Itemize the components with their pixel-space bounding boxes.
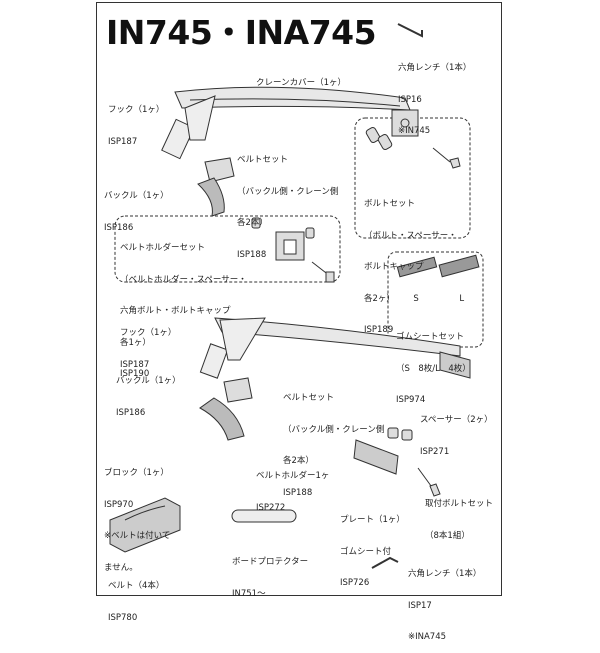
belt-set-bottom-code: ISP188: [283, 487, 313, 498]
spacer-code: ISP271: [420, 446, 450, 457]
buckle-bottom-icon: [199, 377, 253, 441]
belt-holder-set-detail2: 六角ボルト・ボルトキャップ: [120, 306, 231, 316]
buckle-top-icon: [197, 157, 235, 217]
hex-wrench-top-code: ISP16: [398, 94, 422, 105]
belt-set-bottom-detail1: （バックル側・クレーン側: [283, 424, 385, 435]
belt-holder-set-name: ベルトホルダーセット: [120, 243, 206, 253]
belt-name: ベルト（4本）: [108, 581, 165, 591]
hex-wrench-bottom-label: 六角レンチ（1本） ISP17 ※INA745: [408, 548, 481, 653]
hex-wrench-top-name: 六角レンチ（1本）: [398, 63, 472, 73]
belt-set-top-detail2: 各2本）: [237, 218, 268, 228]
block-note2: ません。: [104, 562, 138, 573]
bolt-set-detail3: 各2ヶ）: [364, 293, 395, 304]
hook-bottom-label: フック（1ヶ） ISP187: [120, 307, 176, 381]
block-label: ブロック（1ヶ） ISP970 ※ベルトは付いて ません。: [104, 447, 170, 584]
buckle-bottom-label: バックル（1ヶ） ISP186: [116, 355, 181, 429]
mount-bolt-set-detail: （8本1組）: [425, 530, 470, 541]
hook-bottom-code: ISP187: [120, 359, 150, 370]
rubber-size-s-label: S: [408, 283, 419, 304]
diagram-frame: [96, 2, 502, 596]
bolt-set-code: ISP189: [364, 325, 394, 335]
bolt-set-name: ボルトセット: [364, 199, 416, 209]
plate-detail: ゴムシート付: [340, 546, 392, 557]
hex-wrench-top-label: 六角レンチ（1本） ISP16 ※IN745: [398, 42, 471, 147]
buckle-bottom-code: ISP186: [116, 407, 146, 418]
belt-code: ISP780: [108, 612, 138, 623]
hex-wrench-bottom-code: ISP17: [408, 600, 432, 611]
buckle-top-code: ISP186: [104, 222, 134, 233]
belt-set-top-name: ベルトセット: [237, 155, 289, 165]
belt-holder-set-icon: [251, 217, 335, 283]
spacer-icon: [387, 427, 413, 441]
belt-set-bottom-detail2: 各2本）: [283, 456, 314, 466]
block-note1: ※ベルトは付いて: [104, 531, 171, 541]
belt-holder-set-code: ISP190: [120, 369, 150, 379]
rubber-sheet-set-code: ISP974: [396, 395, 426, 405]
rubber-size-l-label: L: [454, 283, 464, 304]
plate-name: プレート（1ヶ）: [340, 515, 405, 525]
board-protector-icon: [231, 509, 297, 523]
block-name: ブロック（1ヶ）: [104, 468, 169, 478]
rubber-sheet-set-icon: [396, 254, 480, 278]
belt-holder-name: ベルトホルダー1ヶ: [256, 471, 330, 481]
plate-code: ISP726: [340, 578, 370, 588]
hex-wrench-bottom-icon: [371, 556, 399, 569]
belt-holder-label: ベルトホルダー1ヶ ISP272: [256, 450, 329, 524]
rubber-sheet-set-detail: （S 8枚/L 4枚）: [396, 363, 471, 374]
rubber-size-s: S: [413, 293, 419, 304]
hook-bottom-icon: [199, 317, 266, 379]
block-code: ISP970: [104, 499, 134, 510]
hex-wrench-bottom-name: 六角レンチ（1本）: [408, 569, 482, 579]
belt-holder-set-detail1: （ベルトホルダー・スペーサー・: [120, 274, 247, 285]
hook-top-icon: [161, 95, 216, 160]
bolt-set-detail1: （ボルト・スペーサー・: [364, 230, 457, 241]
board-protector-name: ボードプロテクター: [232, 557, 309, 567]
belt-holder-code: ISP272: [256, 502, 286, 513]
mount-bolt-set-label: 取付ボルトセット （8本1組）: [425, 478, 493, 552]
rubber-size-l: L: [459, 293, 465, 304]
hook-top-label: フック（1ヶ） ISP187: [108, 84, 164, 158]
hex-wrench-bottom-note: ※INA745: [408, 632, 447, 642]
belt-holder-icon: [353, 439, 399, 475]
plate-label: プレート（1ヶ） ゴムシート付 ISP726: [340, 494, 405, 599]
rubber-sheet-set-name: ゴムシートセット: [396, 332, 465, 342]
crane-cover-name: クレーンカバー（1ヶ）: [256, 78, 346, 88]
spacer-name: スペーサー（2ヶ）: [420, 415, 493, 425]
belt-set-top-code: ISP188: [237, 249, 267, 260]
crane-cover-bottom-icon: [214, 317, 471, 379]
buckle-top-label: バックル（1ヶ） ISP186: [104, 170, 169, 244]
belt-set-bottom-label: ベルトセット （バックル側・クレーン側 各2本） ISP188: [283, 372, 384, 509]
parts-illustration: [109, 23, 484, 569]
crane-cover-top-icon: [174, 86, 411, 111]
belt-set-bottom-name: ベルトセット: [283, 393, 335, 403]
mount-bolt-icon: [417, 467, 441, 497]
hex-wrench-top-icon: [397, 23, 423, 38]
bolt-set-label: ボルトセット （ボルト・スペーサー・ ボルトキャップ 各2ヶ） ISP189: [364, 178, 457, 346]
buckle-bottom-name: バックル（1ヶ）: [116, 376, 181, 386]
block-icon: [109, 497, 181, 553]
belt-holder-set-detail3: 各1ヶ）: [120, 337, 151, 348]
board-protector-code: IN751～: [232, 588, 266, 599]
bolt-set-detail2: ボルトキャップ: [364, 262, 424, 272]
mount-bolt-set-name: 取付ボルトセット: [425, 499, 494, 509]
belt-holder-set-label: ベルトホルダーセット （ベルトホルダー・スペーサー・ 六角ボルト・ボルトキャップ…: [120, 222, 247, 390]
hook-top-name: フック（1ヶ）: [108, 105, 165, 115]
crane-cover-label: クレーンカバー（1ヶ）: [256, 57, 346, 99]
buckle-top-name: バックル（1ヶ）: [104, 191, 169, 201]
belt-label: ベルト（4本） ISP780: [108, 560, 164, 634]
hook-bottom-name: フック（1ヶ）: [120, 328, 177, 338]
bolt-set-icon: [365, 109, 461, 169]
hook-top-code: ISP187: [108, 136, 138, 147]
rubber-sheet-set-label: ゴムシートセット （S 8枚/L 4枚） ISP974: [396, 311, 471, 416]
belt-holder-set-box: [114, 215, 341, 283]
belt-set-top-detail1: （バックル側・クレーン側: [237, 186, 339, 197]
spacer-label: スペーサー（2ヶ） ISP271: [420, 394, 493, 468]
board-protector-label: ボードプロテクター IN751～: [232, 536, 308, 610]
hex-wrench-top-note: ※IN745: [398, 126, 431, 136]
belt-set-top-label: ベルトセット （バックル側・クレーン側 各2本） ISP188: [237, 134, 338, 271]
page-title: IN745・INA745: [106, 13, 377, 52]
